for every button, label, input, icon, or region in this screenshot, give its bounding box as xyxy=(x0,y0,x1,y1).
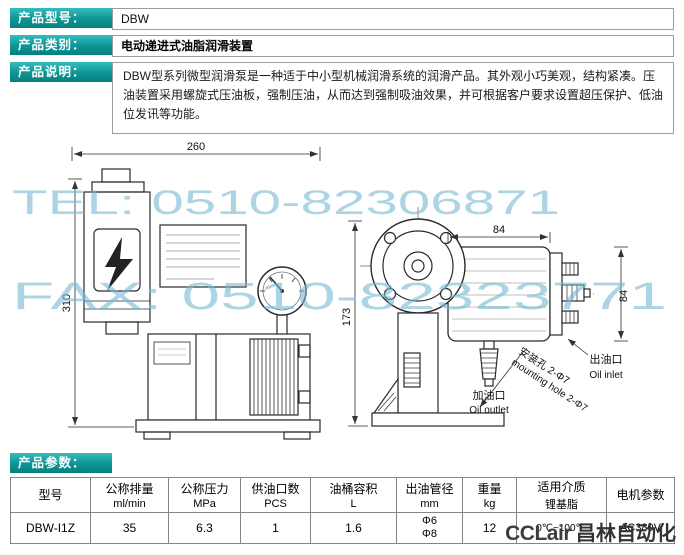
dim-front-width xyxy=(71,147,321,161)
header-model: 型号 xyxy=(10,477,91,513)
mounting-leader xyxy=(479,352,523,408)
cell-volume: 1.6 xyxy=(310,512,397,544)
mounting-callout: 安装孔 2-Φ7 mounting hole 2-Φ7 xyxy=(509,345,589,415)
model-label: 产品型号： xyxy=(10,8,112,28)
lightning-icon xyxy=(105,237,133,291)
dim-label-84-right: 84 xyxy=(618,290,630,302)
cell-displacement: 35 xyxy=(90,512,169,544)
stand-base xyxy=(371,312,505,427)
pressure-gauge xyxy=(257,266,307,336)
dim-label-260: 260 xyxy=(187,141,205,153)
nameplate xyxy=(159,224,247,288)
dim-barrel-length xyxy=(447,232,551,243)
outlet-leader xyxy=(567,338,589,356)
outlet-port-label-en: Oil inlet xyxy=(589,370,623,381)
dim-label-84-top: 84 xyxy=(493,224,505,236)
category-value: 电动递进式油脂润滑装置 xyxy=(112,35,674,57)
cell-model: DBW-I1Z xyxy=(10,512,91,544)
description-value: DBW型系列微型润滑泵是一种适于中小型机械润滑系统的润滑产品。其外观小巧美观，结… xyxy=(112,62,674,134)
cell-pressure: 6.3 xyxy=(168,512,241,544)
pump-body xyxy=(135,333,321,440)
dim-side-height xyxy=(348,220,368,427)
cell-pipe-diameter: Φ6 Φ8 xyxy=(396,512,463,544)
company-logo: CCLair 昌林自动化 xyxy=(505,517,676,546)
category-label: 产品类别： xyxy=(10,35,112,55)
fill-port-label-en: Oil outlet xyxy=(469,405,509,416)
motor xyxy=(83,168,151,335)
technical-drawing: 260 310 84 84 173 安装孔 2-Φ7 mounting hole… xyxy=(10,139,674,450)
watermarks: TEL: 0510-82306871 FAX: 0510-82323771 xyxy=(12,184,667,318)
cell-weight: 12 xyxy=(462,512,517,544)
header-medium: 适用介质锂基脂 xyxy=(516,477,607,513)
front-view xyxy=(68,147,321,440)
dim-label-173: 173 xyxy=(341,308,353,326)
dim-front-height xyxy=(68,178,134,428)
fill-port-label-cn: 加油口 xyxy=(473,388,506,402)
logo-text-cn: 昌林自动化 xyxy=(576,523,676,545)
model-row: 产品型号： DBW xyxy=(10,8,674,30)
drawing-svg: 260 310 84 84 173 安装孔 2-Φ7 mounting hole… xyxy=(12,141,667,440)
side-view xyxy=(348,207,628,427)
cell-oil-ports: 1 xyxy=(240,512,311,544)
oil-barrel xyxy=(447,246,591,342)
outlet-port-label-cn: 出油口 xyxy=(590,352,623,366)
header-motor: 电机参数 xyxy=(606,477,675,513)
description-row: 产品说明： DBW型系列微型润滑泵是一种适于中小型机械润滑系统的润滑产品。其外观… xyxy=(10,62,674,134)
fill-nipple xyxy=(479,340,499,387)
cell-medium: 0℃~100℃ xyxy=(516,512,607,544)
model-value: DBW xyxy=(112,8,674,30)
category-row: 产品类别： 电动递进式油脂润滑装置 xyxy=(10,35,674,57)
params-data-row: DBW-I1Z 35 6.3 1 1.6 Φ6 Φ8 12 0℃~100℃ AC… xyxy=(10,512,675,544)
dim-barrel-diameter xyxy=(614,246,628,342)
logo-text-en: CCLair xyxy=(505,522,571,545)
params-label: 产品参数： xyxy=(10,453,112,473)
pipe-dia-1: Φ6 xyxy=(422,515,437,527)
watermark-fax: FAX: 0510-82323771 xyxy=(12,276,667,318)
dim-label-310: 310 xyxy=(61,294,73,312)
description-label: 产品说明： xyxy=(10,62,112,82)
watermark-tel: TEL: 0510-82306871 xyxy=(12,184,560,222)
pipe-dia-2: Φ8 xyxy=(422,528,437,540)
cell-motor: AC380V xyxy=(606,512,675,544)
